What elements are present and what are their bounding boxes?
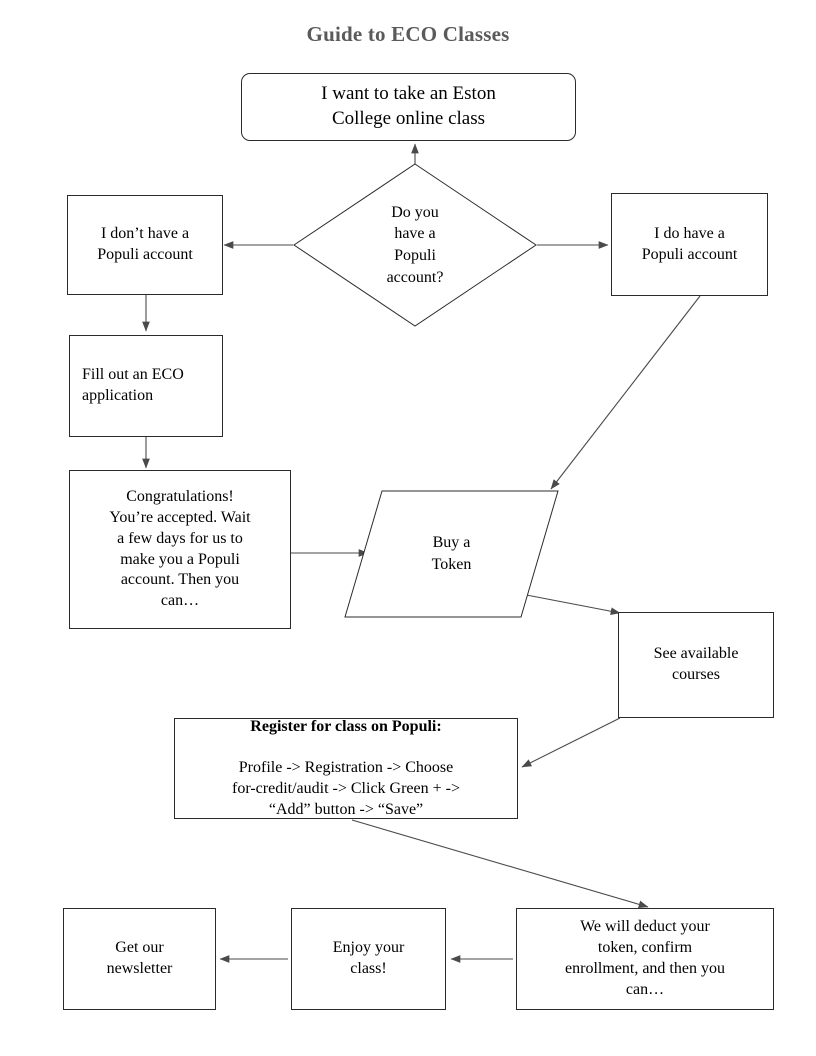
- node-deduct-label: We will deduct your token, confirm enrol…: [565, 918, 725, 998]
- node-start-label: I want to take an Eston College online c…: [321, 83, 496, 129]
- node-yes-account-label: I do have a Populi account: [641, 224, 738, 263]
- node-congrats-label: Congratulations! You’re accepted. Wait a…: [109, 488, 251, 610]
- node-enjoy-label: Enjoy your class!: [332, 939, 405, 977]
- node-start[interactable]: I want to take an Eston College online c…: [241, 73, 576, 141]
- node-no-account[interactable]: I don’t have a Populi account: [67, 195, 223, 295]
- node-application[interactable]: Fill out an ECO application: [69, 335, 223, 437]
- node-newsletter-label: Get our newsletter: [106, 939, 173, 977]
- page-title: Guide to ECO Classes: [306, 22, 510, 46]
- parallelogram-shape: [344, 490, 559, 618]
- node-congrats[interactable]: Congratulations! You’re accepted. Wait a…: [69, 470, 291, 629]
- node-yes-account[interactable]: I do have a Populi account: [611, 193, 768, 296]
- node-see-courses[interactable]: See available courses: [618, 612, 774, 718]
- node-no-account-label: I don’t have a Populi account: [97, 225, 193, 263]
- node-buy-token-label: Buy a Token: [431, 534, 472, 573]
- node-newsletter[interactable]: Get our newsletter: [63, 908, 216, 1010]
- node-deduct[interactable]: We will deduct your token, confirm enrol…: [516, 908, 774, 1010]
- edge-see-courses-to-register: [521, 717, 621, 768]
- node-enjoy[interactable]: Enjoy your class!: [291, 908, 446, 1010]
- node-buy-token[interactable]: Buy a Token: [344, 490, 559, 618]
- node-register[interactable]: Register for class on Populi: Profile ->…: [174, 718, 518, 819]
- node-decision-label: Do you have a Populi account?: [386, 203, 444, 286]
- node-register-text: Register for class on Populi: Profile ->…: [175, 696, 517, 842]
- node-application-label: Fill out an ECO application: [82, 366, 184, 404]
- node-see-courses-label: See available courses: [653, 645, 739, 683]
- node-register-heading: Register for class on Populi:: [250, 717, 442, 735]
- edge-yes-account-to-buy-token: [550, 295, 701, 490]
- node-register-body: Profile -> Registration -> Choose for-cr…: [232, 759, 460, 818]
- node-decision[interactable]: Do you have a Populi account?: [293, 163, 537, 327]
- diamond-shape: [293, 163, 537, 327]
